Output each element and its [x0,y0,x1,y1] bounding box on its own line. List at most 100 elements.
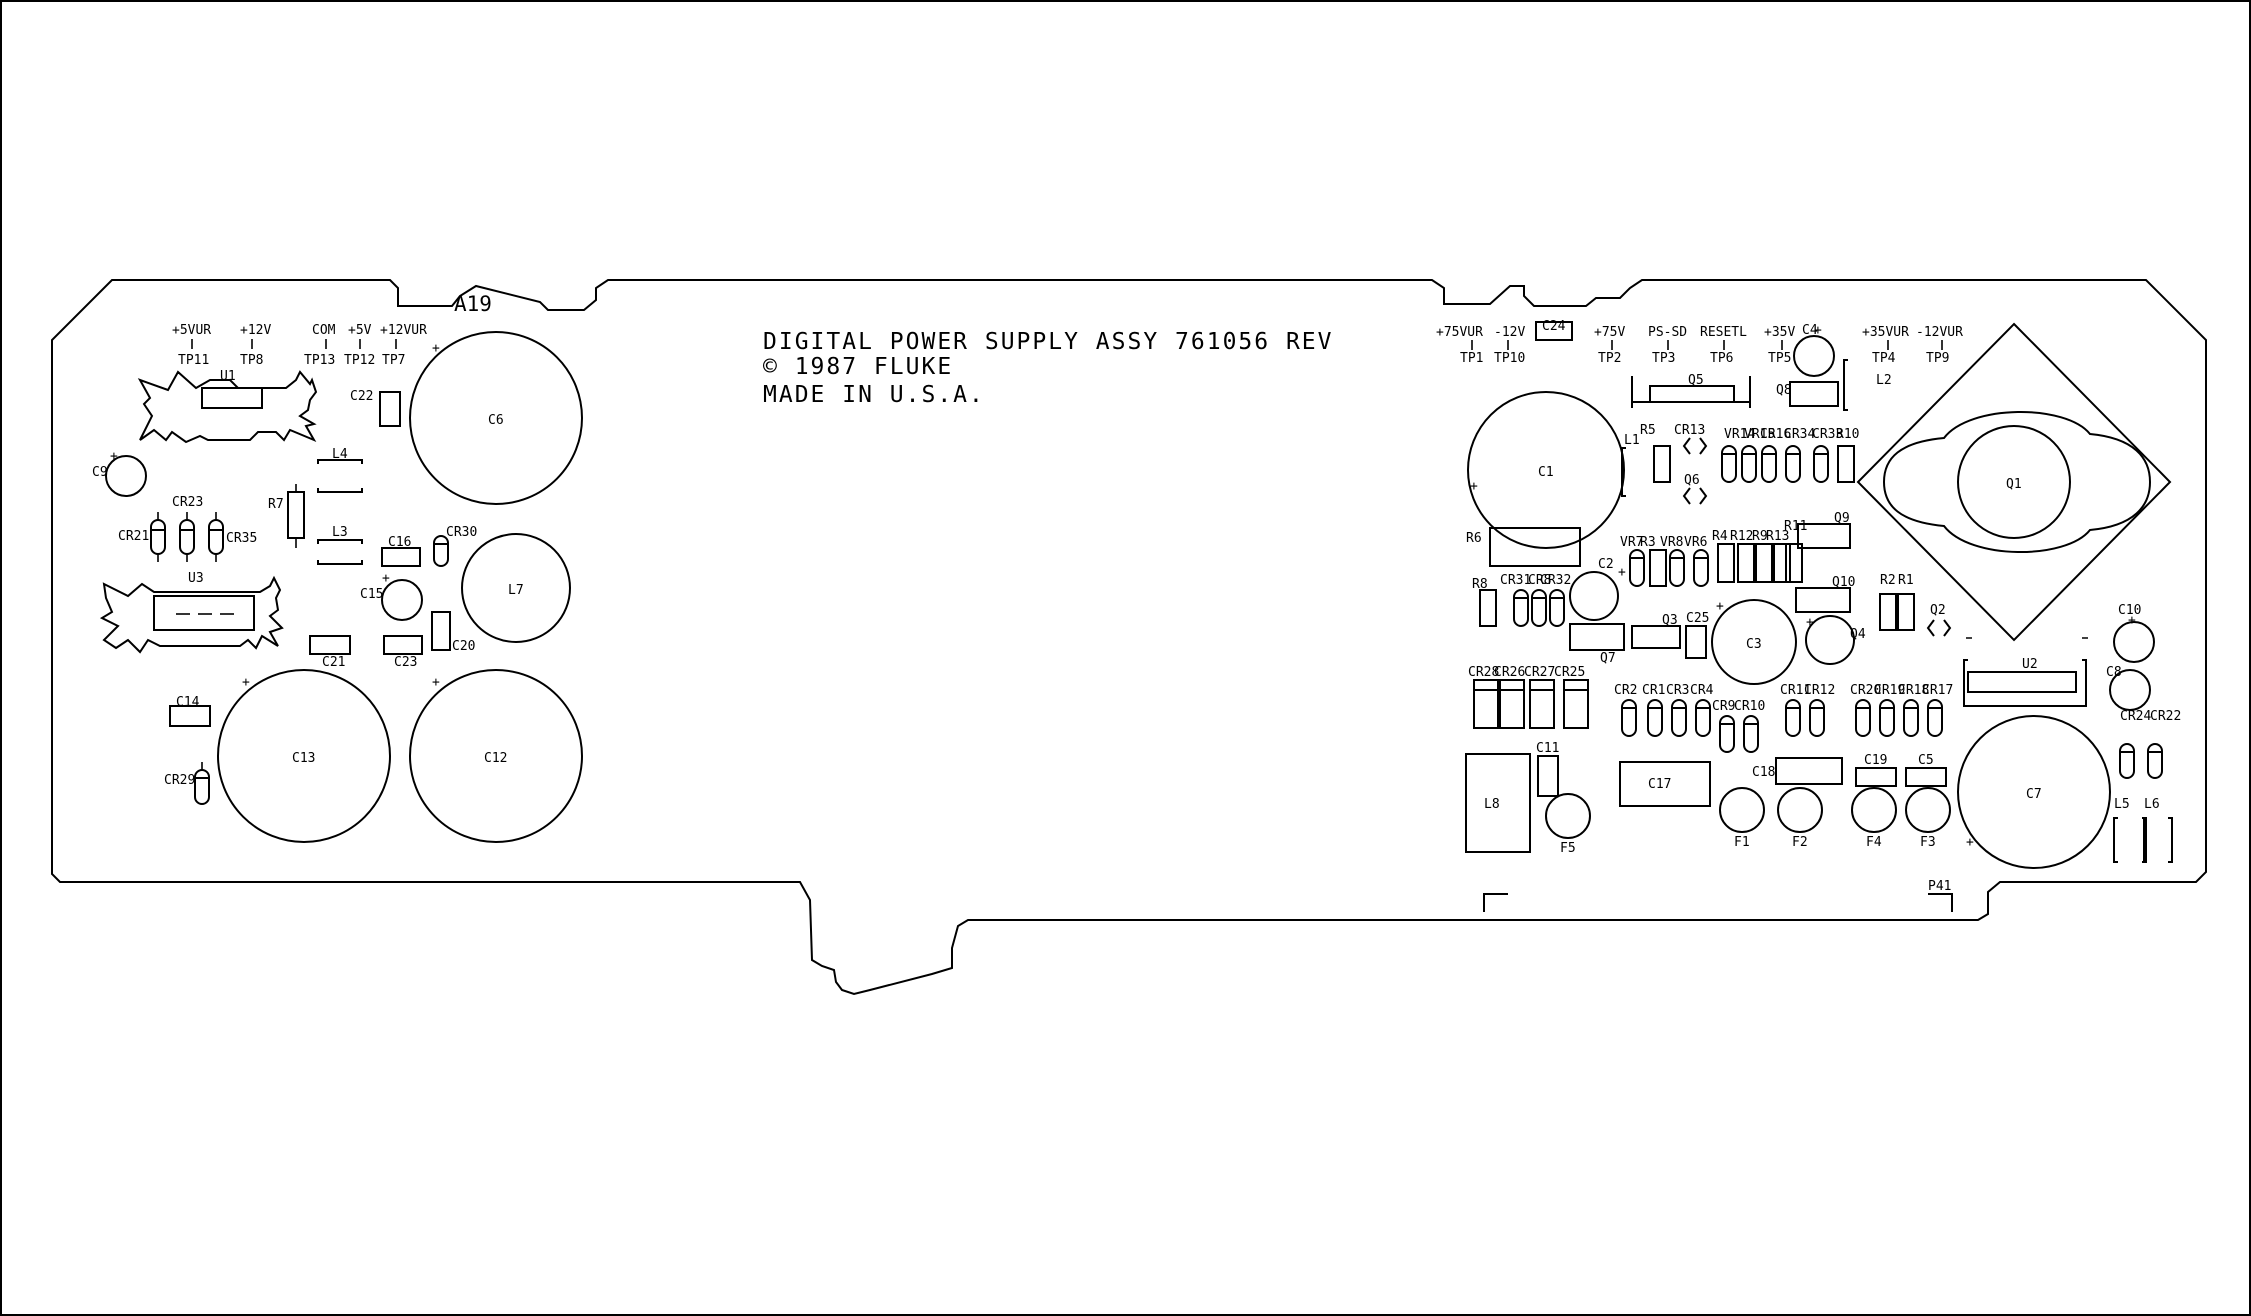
svg-text:CR12: CR12 [1804,683,1835,698]
cr27-diode: CR27 [1524,665,1555,729]
r2-resistor: R2 [1879,573,1897,631]
c22-capacitor: C22 [350,389,401,427]
r3-resistor: R3 [1640,535,1667,587]
vr6-zener: VR6 [1684,535,1709,587]
svg-text:C23: C23 [394,655,417,670]
svg-text:R5: R5 [1640,423,1656,438]
c8-circle-component: C8 [2106,665,2151,711]
cr23-diode: CR23 [172,495,203,562]
title-line-2: © 1987 FLUKE [763,354,953,380]
svg-text:C24: C24 [1542,319,1566,334]
c17-capacitor: C17 [1619,761,1711,807]
svg-text:VR7: VR7 [1620,535,1643,550]
q8-transistor: Q8 [1776,381,1839,407]
c9-outline [105,455,147,497]
cr20-diode: CR20 [1850,683,1881,737]
svg-text:-12V: -12V [1494,325,1525,340]
f4-label: F4 [1866,835,1882,850]
c7-circle-component: C7+ [1957,715,2111,869]
svg-text:U3: U3 [188,571,204,586]
f2-circle-component: F2 [1777,787,1823,850]
q1-power-transistor [1856,322,2172,642]
test-point-tp3: PS-SD TP3 [1648,325,1687,366]
svg-text:R12: R12 [1730,529,1753,544]
f2-label: F2 [1792,835,1808,850]
svg-text:VR8: VR8 [1660,535,1683,550]
svg-text:CR23: CR23 [172,495,203,510]
r11-resistor: R11 [1784,519,1807,583]
c1-polarity-mark: + [1470,479,1478,494]
svg-text:+12VUR: +12VUR [380,323,427,338]
cr12-diode: CR12 [1804,683,1835,737]
c3-polarity-mark: + [1716,599,1724,614]
u3-regulator: U3 [99,571,284,654]
cr24-diode: CR24 [2119,709,2151,779]
c2-label: C2 [1598,557,1614,572]
c10-outline [2113,621,2155,663]
svg-text:R2: R2 [1880,573,1896,588]
svg-text:C18: C18 [1752,765,1775,780]
svg-text:U2: U2 [2022,657,2038,672]
c8-outline [2109,669,2151,711]
q4-label: Q4 [1850,627,1866,642]
r5-resistor: R5 [1640,423,1671,483]
f1-outline [1719,787,1765,833]
connector-bracket-left [1483,893,1508,912]
cr30-diode: CR30 [433,525,477,567]
svg-text:L4: L4 [332,447,348,462]
svg-text:+75V: +75V [1594,325,1625,340]
test-point-tp13: COM TP13 [304,323,336,368]
f1-circle-component: F1 [1719,787,1765,850]
svg-text:TP1: TP1 [1460,351,1483,366]
c1-outline [1467,391,1625,549]
q4-outline [1805,615,1855,665]
q4-circle-component: Q4+ [1805,615,1866,665]
l3-inductor: L3 [317,525,363,565]
l1-inductor: L1 [1621,433,1640,497]
title-line-3: MADE IN U.S.A. [763,382,985,408]
f4-circle-component: F4 [1851,787,1897,850]
c3-label: C3 [1746,637,1762,652]
svg-text:TP11: TP11 [178,353,209,368]
c7-outline [1957,715,2111,869]
svg-text:C14: C14 [176,695,200,710]
svg-text:TP9: TP9 [1926,351,1949,366]
svg-text:R11: R11 [1784,519,1807,534]
cr9-diode: CR9 [1712,699,1735,753]
svg-text:L1: L1 [1624,433,1640,448]
c3-outline [1711,599,1797,685]
f3-circle-component: F3 [1905,787,1951,850]
svg-text:CR34: CR34 [1784,427,1815,442]
svg-text:C20: C20 [452,639,475,654]
svg-text:CR30: CR30 [446,525,477,540]
c14-capacitor: C14 [169,695,211,727]
svg-text:TP13: TP13 [304,353,335,368]
f5-outline [1545,793,1591,839]
cr21-diode: CR21 [118,512,166,562]
svg-text:C19: C19 [1864,753,1887,768]
test-point-tp6: RESETL TP6 [1700,325,1747,366]
svg-text:P41: P41 [1928,879,1951,894]
svg-text:CR18: CR18 [1898,683,1929,698]
c8-label: C8 [2106,665,2122,680]
svg-text:R6: R6 [1466,531,1482,546]
c15-label: C15 [360,587,383,602]
c15-outline [381,579,423,621]
svg-text:C17: C17 [1648,777,1671,792]
c10-polarity-mark: + [2128,613,2136,628]
svg-text:Q2: Q2 [1930,603,1946,618]
p41-connector: P41 [1928,879,1953,912]
vr7-zener: VR7 [1620,535,1645,587]
f5-label: F5 [1560,841,1576,856]
c3-circle-component: C3 + [1711,599,1797,685]
c18-capacitor: C18 [1752,757,1843,785]
svg-text:CR33: CR33 [1812,427,1843,442]
cr22-diode: CR22 [2147,709,2181,779]
svg-text:TP4: TP4 [1872,351,1896,366]
c7-label: C7 [2026,787,2042,802]
svg-text:Q5: Q5 [1688,373,1704,388]
c20-capacitor: C20 [431,611,475,654]
q9-transistor: Q9 [1797,511,1851,549]
c4-label: C4 [1802,323,1818,338]
